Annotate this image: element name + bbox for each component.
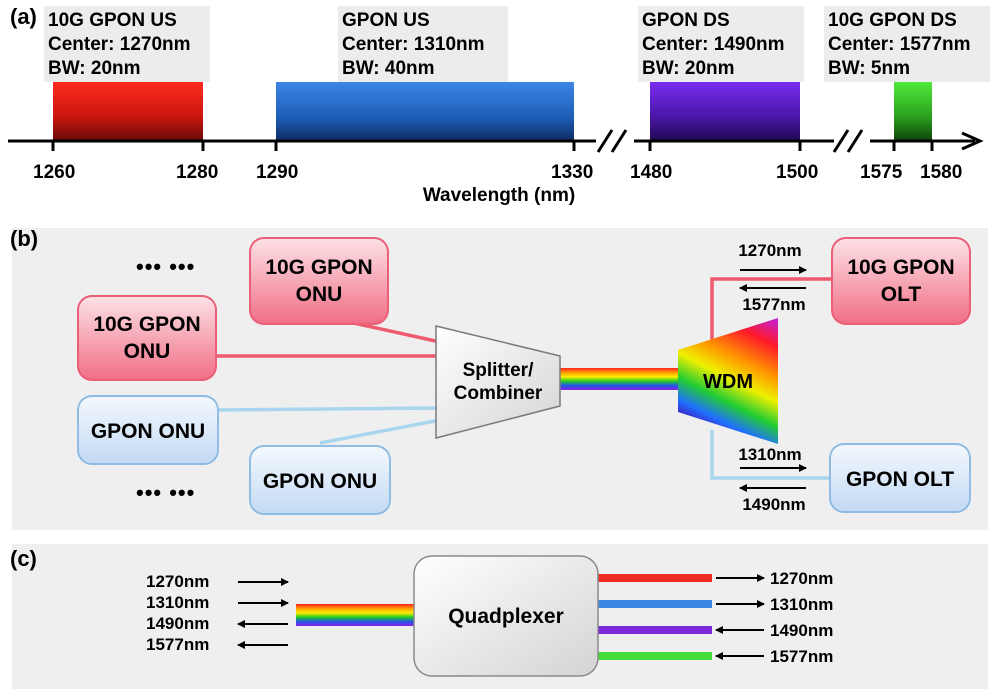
tick-label-1575: 1575 xyxy=(860,162,903,183)
info-box-gpon-ds xyxy=(638,6,804,82)
onu-gpon-left xyxy=(77,395,219,465)
tick-label-1280: 1280 xyxy=(176,162,218,183)
onu-10g-top-line1: 10G GPON xyxy=(265,256,372,279)
splitter-label-line1: Splitter/ xyxy=(463,360,534,381)
tick-label-1260: 1260 xyxy=(33,162,75,183)
axis-break-gap-1 xyxy=(596,128,634,154)
rainbow-input-fiber xyxy=(296,604,414,626)
band-bar-gpon-ds xyxy=(650,82,800,140)
quadplexer-device xyxy=(413,555,599,677)
onu-10g-top-line2: ONU xyxy=(296,283,343,306)
band-bar-gpon-us xyxy=(276,82,574,140)
fiber-gpon-onu-left xyxy=(215,406,441,412)
output-fiber-1270 xyxy=(596,574,712,582)
left-wl-1577: 1577nm xyxy=(146,635,209,654)
band-bw-gpon-us: BW: 40nm xyxy=(342,58,435,79)
wl-label-10g-down: 1577nm xyxy=(742,295,805,314)
right-wl-1310: 1310nm xyxy=(770,595,833,614)
info-box-10g-ds xyxy=(824,6,990,82)
tick-label-1500: 1500 xyxy=(776,162,818,183)
tick-label-1290: 1290 xyxy=(256,162,298,183)
left-wl-1310: 1310nm xyxy=(146,593,209,612)
left-wl-1490: 1490nm xyxy=(146,614,209,633)
olt-10g-line2: OLT xyxy=(881,283,922,306)
onu-gpon-bottom-label: GPON ONU xyxy=(263,470,377,493)
splitter-label-line2: Combiner xyxy=(454,383,543,404)
output-fiber-1577 xyxy=(596,652,712,660)
onu-gpon-bottom xyxy=(249,445,391,515)
band-name-10g-us: 10G GPON US xyxy=(48,10,177,31)
olt-10g-line1: 10G GPON xyxy=(847,256,954,279)
wl-label-gpon-up: 1310nm xyxy=(738,445,801,464)
fiber-10g-olt xyxy=(710,277,832,345)
wl-label-10g-up: 1270nm xyxy=(738,241,801,260)
onu-10g-top xyxy=(249,237,389,325)
olt-10g xyxy=(831,237,971,325)
axis-break-2a xyxy=(832,129,850,153)
band-name-gpon-us: GPON US xyxy=(342,10,430,31)
tick-label-1580: 1580 xyxy=(920,162,962,183)
band-bar-10g-ds xyxy=(894,82,932,140)
info-box-gpon-us xyxy=(338,6,508,82)
fiber-gpon-olt xyxy=(710,430,832,480)
onu-10g-left-line1: 10G GPON xyxy=(93,313,200,336)
band-name-gpon-ds: GPON DS xyxy=(642,10,730,31)
axis-arrow-head xyxy=(961,131,984,151)
olt-gpon xyxy=(829,443,971,513)
onu-gpon-left-label: GPON ONU xyxy=(91,420,205,443)
band-center-gpon-us: Center: 1310nm xyxy=(342,34,485,55)
band-bw-10g-us: BW: 20nm xyxy=(48,58,141,79)
band-bar-10g-us xyxy=(53,82,203,140)
band-center-10g-ds: Center: 1577nm xyxy=(828,34,971,55)
quadplexer-label: Quadplexer xyxy=(448,605,564,628)
right-wl-1490: 1490nm xyxy=(770,621,833,640)
panel-a-label: (a) xyxy=(10,4,37,29)
ellipsis-top: ••• ••• xyxy=(136,254,195,279)
band-center-10g-us: Center: 1270nm xyxy=(48,34,191,55)
band-bw-gpon-ds: BW: 20nm xyxy=(642,58,735,79)
left-wl-1270: 1270nm xyxy=(146,572,209,591)
olt-gpon-label: GPON OLT xyxy=(846,468,954,491)
axis-break-1a xyxy=(596,129,614,153)
band-bw-10g-ds: BW: 5nm xyxy=(828,58,910,79)
panel-c-label: (c) xyxy=(10,546,37,571)
band-center-gpon-ds: Center: 1490nm xyxy=(642,34,785,55)
onu-10g-left-line2: ONU xyxy=(124,340,171,363)
right-wl-1270: 1270nm xyxy=(770,569,833,588)
output-fiber-1310 xyxy=(596,600,712,608)
output-fiber-1490 xyxy=(596,626,712,634)
panel-b-label: (b) xyxy=(10,226,38,251)
band-name-10g-ds: 10G GPON DS xyxy=(828,10,957,31)
axis-break-2b xyxy=(846,129,864,153)
splitter-combiner xyxy=(435,325,561,439)
onu-10g-left xyxy=(77,295,217,381)
info-box-10g-us xyxy=(44,6,210,82)
tick-label-1480: 1480 xyxy=(630,162,672,183)
axis-break-1b xyxy=(610,129,628,153)
axis-label: Wavelength (nm) xyxy=(423,185,575,206)
fiber-gpon-onu-bottom xyxy=(319,418,441,445)
rainbow-trunk-fiber xyxy=(558,368,680,390)
wdm-label: WDM xyxy=(703,371,753,393)
ellipsis-bottom: ••• ••• xyxy=(136,480,195,505)
wdm-device xyxy=(678,318,778,444)
tick-label-1330: 1330 xyxy=(551,162,593,183)
right-wl-1577: 1577nm xyxy=(770,647,833,666)
wl-label-gpon-down: 1490nm xyxy=(742,495,805,514)
